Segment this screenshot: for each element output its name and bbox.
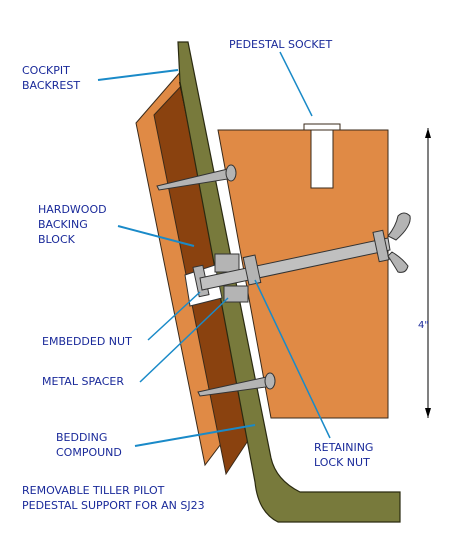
label-backing: BACKING (38, 218, 88, 231)
label-cockpit: COCKPIT (22, 64, 70, 77)
label-block: BLOCK (38, 233, 76, 246)
label-bedding: BEDDING (56, 431, 107, 444)
dimension-arrow-bottom (425, 408, 431, 418)
metal-spacer-bottom (223, 285, 249, 303)
wing-nut-bottom (387, 251, 409, 273)
leader-lock-nut (254, 279, 331, 439)
wing-nut-collar (372, 229, 390, 263)
upper-screw-head (225, 164, 237, 182)
label-retaining: RETAINING (314, 441, 373, 454)
caption-line-2: PEDESTAL SUPPORT FOR AN SJ23 (22, 499, 205, 512)
label-pedestal-socket: PEDESTAL SOCKET (229, 38, 332, 51)
label-hardwood: HARDWOOD (38, 203, 107, 216)
leader-bedding (134, 424, 256, 447)
lower-screw-head (264, 372, 276, 390)
metal-spacer-top (214, 253, 240, 273)
leader-cockpit-backrest (97, 69, 179, 81)
leader-metal-spacer (139, 297, 229, 383)
pedestal-socket-rim (303, 123, 341, 131)
label-embedded-nut: EMBEDDED NUT (42, 335, 132, 348)
label-backrest: BACKREST (22, 79, 80, 92)
retaining-lock-nut (242, 254, 262, 286)
wing-nut-top (387, 212, 411, 241)
leader-pedestal-socket (279, 51, 313, 117)
pedestal-socket (310, 127, 334, 189)
caption-line-1: REMOVABLE TILLER PILOT (22, 484, 165, 497)
label-lock-nut: LOCK NUT (314, 456, 370, 469)
label-compound: COMPOUND (56, 446, 122, 459)
label-dimension: 4" (418, 320, 429, 331)
label-metal-spacer: METAL SPACER (42, 375, 124, 388)
leader-hardwood (117, 225, 195, 247)
dimension-arrow-top (425, 128, 431, 138)
leader-embedded-nut (147, 291, 201, 341)
